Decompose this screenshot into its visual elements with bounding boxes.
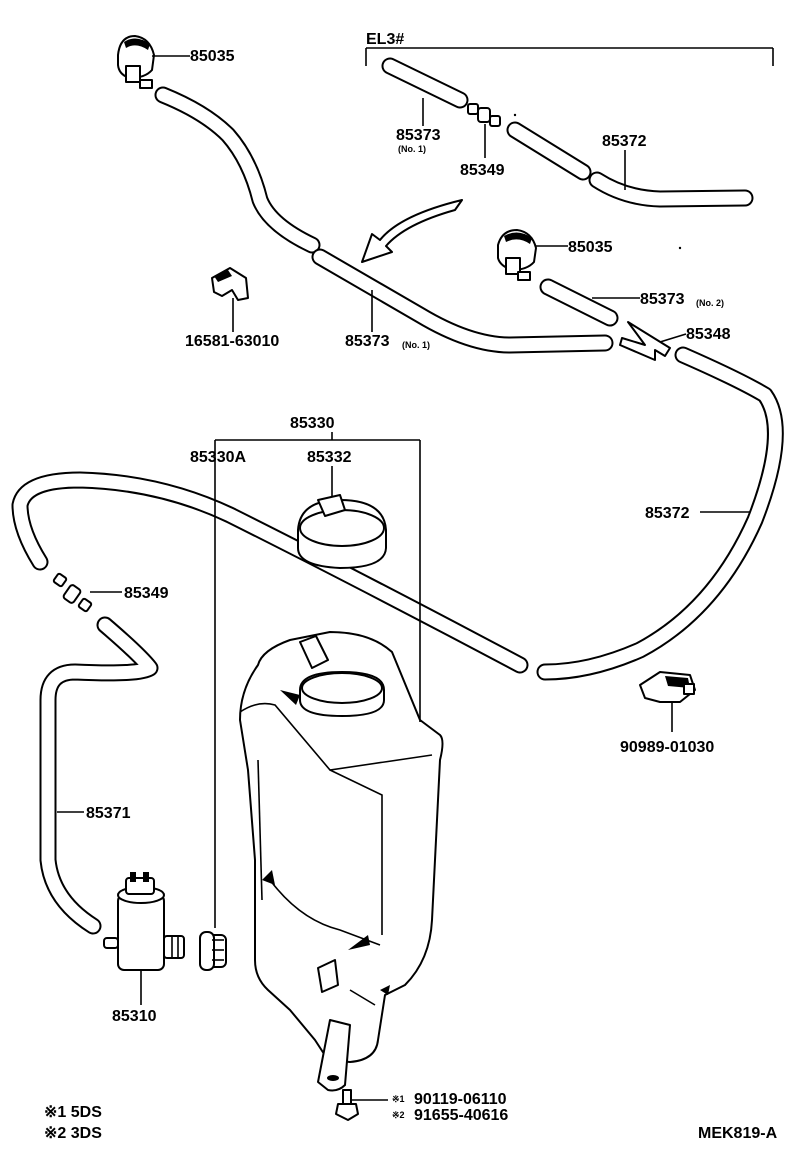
label-90989-01030: 90989-01030: [620, 739, 714, 756]
assembly-bracket: [215, 432, 420, 928]
legend-2: ※2 3DS: [44, 1125, 102, 1142]
label-85373-short: 85373: [396, 127, 441, 144]
label-85372-top: 85372: [602, 133, 647, 150]
label-16581-63010: 16581-63010: [185, 333, 279, 350]
el3-bracket: [366, 48, 773, 66]
label-85373-no2-no: (No. 2): [696, 298, 724, 308]
label-bolt-mark-2: ※2: [392, 1110, 405, 1120]
label-85349-top: 85349: [460, 162, 505, 179]
label-el3: EL3#: [366, 31, 404, 48]
direction-arrow: [362, 200, 462, 262]
hose-top-left: [163, 95, 312, 245]
label-85371: 85371: [86, 805, 131, 822]
label-85332: 85332: [307, 449, 352, 466]
tank-cap-85332: [298, 466, 386, 568]
hose-85372-top: [515, 130, 745, 199]
washer-tank-85330A: [240, 632, 443, 1090]
part-labels: 85035 EL3# 85373 (No. 1) 85349 85372 850…: [44, 31, 778, 1142]
hose-connector-to-pump: [48, 625, 150, 926]
hose-85373-short: [390, 66, 460, 100]
label-91655-40616: 91655-40616: [414, 1107, 508, 1124]
legend-1: ※1 5DS: [44, 1104, 102, 1121]
clamp-16581-63010: [212, 268, 248, 332]
label-85330A: 85330A: [190, 449, 246, 466]
clamp-90989-01030: [640, 672, 695, 732]
leader-lines: [57, 98, 750, 812]
stray-dots: [513, 113, 682, 250]
washer-pump-85310: [104, 872, 184, 1005]
label-90119-06110: 90119-06110: [414, 1091, 507, 1108]
label-85310: 85310: [112, 1008, 157, 1025]
label-bolt-mark-1: ※1: [392, 1094, 405, 1104]
label-85348: 85348: [686, 326, 731, 343]
grommet: [200, 932, 226, 970]
bolt: [336, 1090, 388, 1120]
hose-long-diagonal: [20, 480, 520, 665]
hose-85372-right: [545, 355, 775, 672]
connector-85349-top: [468, 104, 500, 126]
connector-85349-left: [53, 573, 122, 612]
label-85373-long-no: (No. 1): [402, 340, 430, 350]
label-85373-short-no: (No. 1): [398, 144, 426, 154]
tee-85348: [620, 322, 686, 360]
label-85035-right: 85035: [568, 239, 613, 256]
label-85373-long: 85373: [345, 333, 390, 350]
label-85372-right: 85372: [645, 505, 690, 522]
label-85035-top: 85035: [190, 48, 235, 65]
hose-85373-no1-long: [320, 257, 605, 345]
label-85330: 85330: [290, 415, 335, 432]
washer-nozzle-top-left: [118, 36, 190, 88]
hose-85373-no2: [548, 287, 610, 318]
washer-nozzle-right: [498, 230, 568, 280]
diagram-code: MEK819-A: [698, 1125, 778, 1142]
label-85373-no2: 85373: [640, 291, 685, 308]
label-85349-left: 85349: [124, 585, 169, 602]
